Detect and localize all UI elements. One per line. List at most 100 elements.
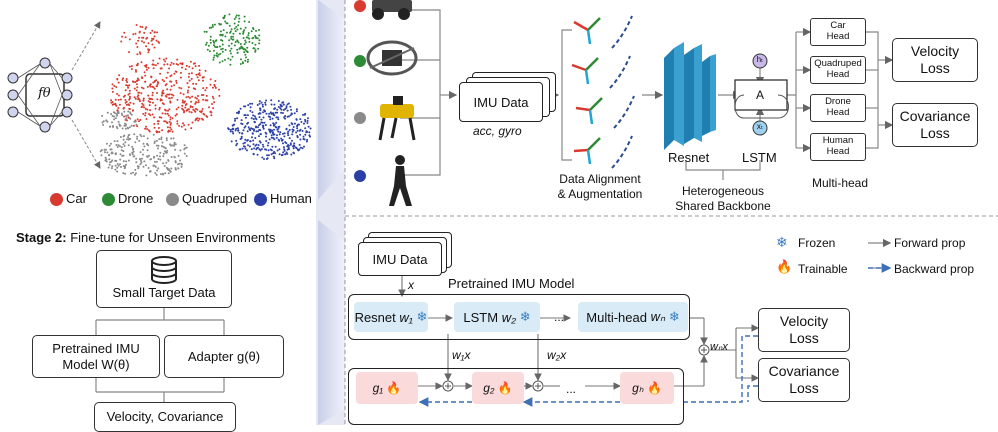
- scatter-point: [111, 121, 113, 124]
- scatter-point: [152, 133, 155, 136]
- scatter-point: [308, 134, 311, 137]
- scatter-point: [242, 142, 245, 145]
- scatter-point: [180, 162, 183, 165]
- scatter-point: [184, 128, 187, 131]
- scatter-point: [259, 129, 262, 132]
- scatter-point: [258, 34, 261, 37]
- legend-flame-icon: 🔥: [776, 259, 793, 274]
- scatter-point: [285, 142, 288, 145]
- scatter-point: [151, 101, 154, 104]
- scatter-point: [146, 137, 149, 140]
- scatter-point: [111, 114, 114, 117]
- scatter-point: [239, 148, 242, 151]
- scatter-point: [282, 132, 284, 135]
- scatter-point: [253, 47, 256, 50]
- scatter-point: [136, 165, 139, 168]
- scatter-point: [277, 100, 280, 102]
- scatter-point: [160, 173, 162, 176]
- small-target-box: Small Target Data: [96, 250, 232, 308]
- scatter-point: [277, 106, 280, 108]
- scatter-point: [131, 151, 134, 154]
- scatter-point: [159, 98, 162, 101]
- scatter-point: [124, 99, 127, 101]
- scatter-point: [164, 60, 167, 63]
- w1x-label: w₁x: [452, 348, 471, 362]
- scatter-point: [292, 145, 294, 148]
- scatter-point: [192, 62, 195, 65]
- scatter-point: [156, 169, 159, 172]
- scatter-point: [120, 149, 123, 152]
- wn-label: wₙ: [650, 309, 666, 324]
- scatter-point: [169, 123, 172, 126]
- scatter-point: [169, 88, 172, 91]
- scatter-point: [186, 91, 189, 94]
- scatter-point: [296, 127, 299, 130]
- scatter-point: [110, 152, 113, 155]
- adapter-box: Adapter g(θ): [164, 335, 284, 378]
- scatter-point: [174, 114, 177, 117]
- scatter-point: [168, 93, 171, 96]
- scatter-point: [279, 131, 282, 134]
- scatter-point: [153, 142, 156, 144]
- scatter-point: [258, 102, 261, 105]
- scatter-point: [224, 20, 227, 23]
- scatter-point: [145, 45, 148, 48]
- scatter-point: [114, 168, 117, 171]
- scatter-point: [154, 64, 157, 67]
- scatter-point: [116, 146, 119, 148]
- scatter-point: [150, 158, 152, 161]
- scatter-point: [170, 80, 173, 83]
- scatter-point: [254, 137, 257, 139]
- scatter-point: [182, 101, 185, 104]
- scatter-point: [128, 89, 131, 92]
- scatter-point: [289, 142, 292, 145]
- scatter-point: [103, 151, 106, 154]
- scatter-point: [283, 149, 286, 152]
- scatter-point: [180, 62, 183, 65]
- resnet-frozen-block: Resnet w₁ ❄: [354, 302, 428, 332]
- scatter-point: [237, 129, 240, 132]
- scatter-point: [262, 127, 265, 130]
- lstm-cell-icon: [734, 53, 789, 136]
- scatter-point: [230, 37, 233, 40]
- scatter-point: [134, 81, 137, 83]
- scatter-point: [151, 98, 154, 101]
- scatter-point: [165, 76, 168, 79]
- scatter-point: [229, 63, 232, 66]
- scatter-point: [145, 118, 148, 120]
- scatter-point: [269, 124, 272, 127]
- scatter-point: [165, 137, 168, 140]
- scatter-point: [172, 94, 175, 97]
- scatter-point: [209, 39, 212, 41]
- scatter-point: [140, 157, 143, 160]
- scatter-point: [102, 120, 105, 123]
- scatter-point: [232, 132, 235, 135]
- scatter-point: [138, 91, 141, 94]
- scatter-point: [100, 154, 103, 157]
- scatter-point: [298, 148, 301, 151]
- scatter-point: [109, 125, 111, 128]
- scatter-point: [306, 122, 309, 124]
- scatter-point: [135, 42, 138, 45]
- axis-arrow: [573, 148, 589, 153]
- scatter-point: [142, 153, 144, 156]
- scatter-point: [235, 127, 238, 130]
- scatter-point: [139, 133, 142, 136]
- scatter-point: [172, 62, 175, 65]
- scatter-point: [164, 120, 167, 123]
- scatter-point: [161, 129, 164, 132]
- scatter-point: [160, 138, 163, 141]
- scatter-point: [122, 165, 125, 168]
- scatter-point: [244, 39, 247, 42]
- scatter-point: [131, 153, 134, 156]
- scatter-point: [117, 107, 120, 109]
- legend-trainable-label: Trainable: [798, 262, 848, 276]
- scatter-point: [254, 43, 257, 46]
- scatter-point: [157, 122, 160, 125]
- scatter-point: [212, 86, 214, 89]
- scatter-point: [230, 28, 233, 31]
- scatter-point: [302, 113, 304, 116]
- scatter-point: [123, 31, 126, 34]
- scatter-point: [222, 29, 225, 32]
- scatter-point: [272, 122, 275, 125]
